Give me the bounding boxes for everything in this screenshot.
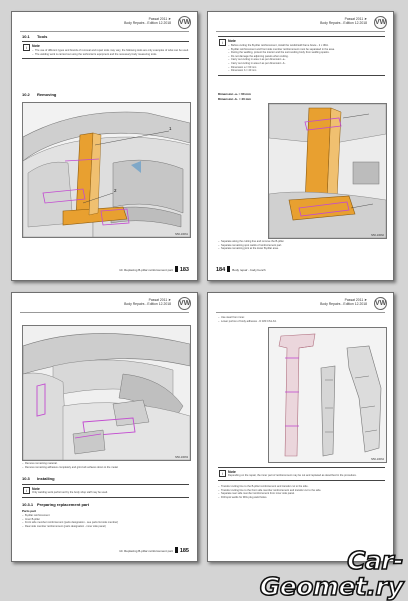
page-footer: 10. Replacing B-pillar reinforcement par…	[119, 547, 189, 554]
note-item: The welding work is carried out using th…	[32, 53, 189, 57]
instruction-list: Remove remaining material. Remove remain…	[22, 462, 189, 469]
list-item: Separate rear side member reinforcement …	[218, 492, 385, 496]
replacement-parts-figure: N50-10064	[268, 327, 387, 463]
cutting-dimensions-figure: N50-10062	[268, 103, 387, 239]
note-box: i Note Before cutting the B-pillar reinf…	[218, 36, 385, 76]
car-geometry-watermark: Car-Geomet.ry	[259, 546, 404, 601]
list-item: Drill spot welds for MIG plug weld holes…	[218, 496, 385, 500]
instruction-list: Separate along the cutting line and remo…	[218, 240, 385, 251]
page-header: Passat 2011 ➤ Body Repairs - Edition 12.…	[124, 17, 171, 26]
parts-list: B-pillar reinforcement Inner B-pillar Fr…	[22, 514, 189, 528]
dimension-b: Dimension -b- = 40 mm	[218, 97, 251, 101]
note-item: B-pillar reinforcement and front side me…	[228, 48, 385, 52]
vw-logo-icon: VW	[178, 297, 191, 310]
note-item: Do not damage the adjoining panels when …	[228, 55, 385, 59]
manual-page-186: Passat 2011 ➤ Body Repairs - Edition 12.…	[207, 292, 394, 562]
list-item: Transfer cutting line to the B-pillar re…	[218, 485, 385, 489]
header-rule	[20, 312, 189, 313]
note-item: Dimension a = 60 mm	[228, 66, 385, 70]
note-item: Carry out cutting in area 2 as per dimen…	[228, 62, 385, 66]
page-header: Passat 2011 ➤ Body Repairs - Edition 12.…	[320, 17, 367, 26]
note-item: Dimension b = 40 mm	[228, 69, 385, 73]
pillar-parts-illustration	[269, 328, 386, 462]
note-item: Carry out cutting in area 1 as per dimen…	[228, 58, 385, 62]
note-icon: i	[219, 39, 226, 46]
list-item: Lower portion of body adhesive - D 180 C…	[218, 320, 385, 324]
manual-page-183: Passat 2011 ➤ Body Repairs - Edition 12.…	[11, 11, 198, 281]
note-item: During the welding, protect the interior…	[228, 51, 385, 55]
b-pillar-cut-illustration	[269, 104, 386, 238]
header-rule	[216, 31, 385, 32]
list-item: Separate remaining spot welds of reinfor…	[218, 244, 385, 248]
note-item: The use of different types and brands of…	[32, 49, 189, 53]
instruction-list: Transfer cutting line to the B-pillar re…	[218, 485, 385, 499]
list-item: Rear side member reinforcement (parts de…	[22, 525, 189, 529]
page-header: Passat 2011 ➤ Body Repairs - Edition 12.…	[320, 298, 367, 307]
page-number: 184	[216, 267, 226, 273]
list-item: Use steel from inner.	[218, 316, 385, 320]
b-pillar-removal-figure: 1 2 N50-10061	[22, 102, 191, 238]
car-body-illustration: 1 2	[23, 103, 190, 237]
list-item: Transfer cutting line to the front side …	[218, 489, 385, 493]
page-number: 185	[179, 548, 189, 554]
note-box: i Note Only welding work performed by th…	[22, 484, 189, 498]
list-item: Front side member reinforcement (parts d…	[22, 521, 189, 525]
list-item: Separate along the cutting line and remo…	[218, 240, 385, 244]
header-rule	[20, 31, 189, 32]
note-icon: i	[23, 487, 30, 494]
note-icon: i	[219, 470, 226, 477]
list-item: Inner B-pillar	[22, 518, 189, 522]
callout-1: 1	[169, 126, 172, 131]
cabin-illustration	[23, 326, 190, 460]
list-item: B-pillar reinforcement	[22, 514, 189, 518]
figure-id: N50-10064	[371, 458, 384, 461]
page-number: 183	[179, 267, 189, 273]
dimension-a: Dimension -a- = 60 mm	[218, 92, 251, 96]
note-icon: i	[23, 44, 30, 51]
figure-id: N50-10061	[175, 233, 188, 236]
instruction-list: Use steel from inner. Lower portion of b…	[218, 316, 385, 323]
vw-logo-icon: VW	[178, 16, 191, 29]
parts-label: Parts part	[22, 509, 37, 513]
note-box: i Note The use of different types and br…	[22, 41, 189, 60]
list-item: Remove remaining material.	[22, 462, 189, 466]
note-item: Before cutting the B-pillar reinforcemen…	[228, 44, 385, 48]
callout-2: 2	[114, 188, 117, 193]
figure-id: N50-10062	[371, 234, 384, 237]
figure-id: N50-10063	[175, 456, 188, 459]
list-item: Separate remaining joint at the lower B-…	[218, 247, 385, 251]
page-footer: 10. Replacing B-pillar reinforcement par…	[119, 266, 189, 273]
note-box: i Note Depending on the repair, the inne…	[218, 467, 385, 481]
manual-page-185: Passat 2011 ➤ Body Repairs - Edition 12.…	[11, 292, 198, 562]
page-header: Passat 2011 ➤ Body Repairs - Edition 12.…	[124, 298, 171, 307]
manual-page-184: Passat 2011 ➤ Body Repairs - Edition 12.…	[207, 11, 394, 281]
interior-removal-figure: N50-10063	[22, 325, 191, 461]
list-item: Remove remaining adhesive completely and…	[22, 466, 189, 470]
header-rule	[216, 312, 385, 313]
vw-logo-icon: VW	[374, 297, 387, 310]
vw-logo-icon: VW	[374, 16, 387, 29]
